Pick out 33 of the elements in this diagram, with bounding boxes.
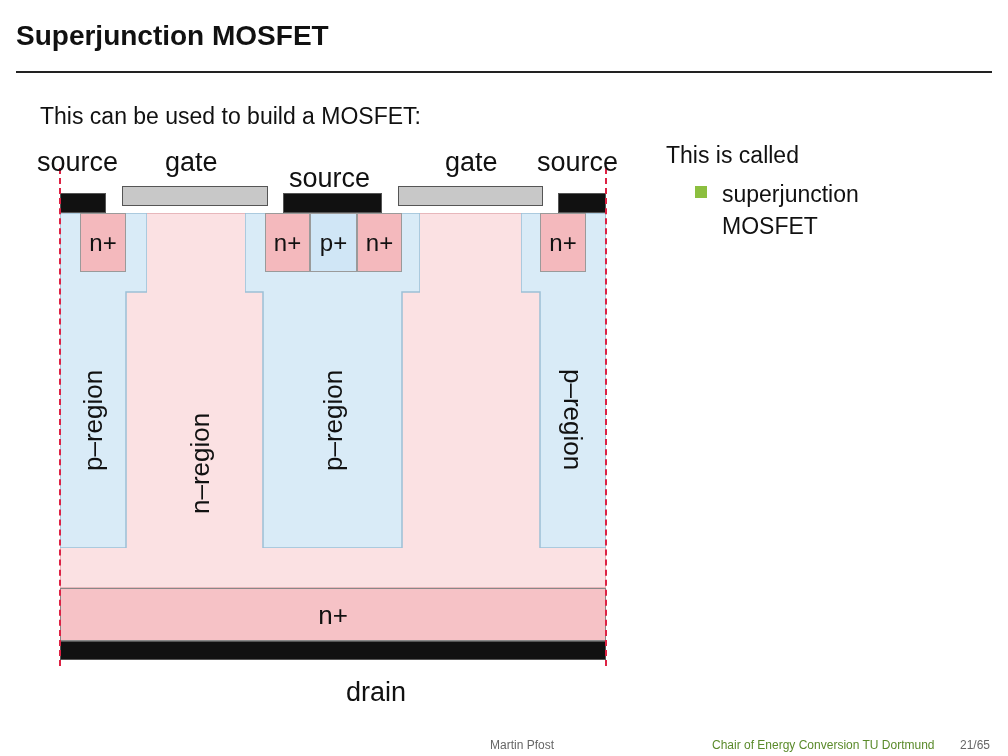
region-label: p+ [318,227,349,258]
region-label: n+ [317,598,349,632]
bullet-text: superjunction MOSFET [722,180,860,242]
n-plus-region [357,213,402,272]
page-number: 21/65 [960,737,991,754]
intro-text: This can be used to build a MOSFET: [40,102,421,131]
terminal-label: drain [346,676,407,709]
n-plus-region [265,213,310,272]
region-label: n+ [548,227,578,258]
region-label: n–region [184,411,216,516]
p-region [245,213,420,548]
terminal-label: source [37,146,119,179]
terminal-label: source [537,146,619,179]
n-plus-substrate [60,588,606,641]
terminal-label: source [289,162,371,195]
terminal-label: gate [445,146,498,179]
author-text: Martin Pfost [490,737,555,754]
p-region [60,213,147,548]
title: Superjunction MOSFET [16,20,329,52]
region-label: p–region [557,368,589,473]
region-label: p–region [316,368,349,473]
region-label: p–region [77,368,109,473]
terminal-label: gate [165,146,218,179]
p-plus-region [310,213,357,272]
side-text: This is called [666,141,799,170]
p-region [521,213,606,548]
region-label: n+ [272,227,303,258]
footer-text: Chair of Energy Conversion TU Dortmund [712,737,935,754]
n-plus-region [80,213,126,272]
n-plus-region [540,213,586,272]
region-label: n+ [364,227,395,258]
n-region [60,213,606,588]
region-label: n+ [88,227,118,258]
